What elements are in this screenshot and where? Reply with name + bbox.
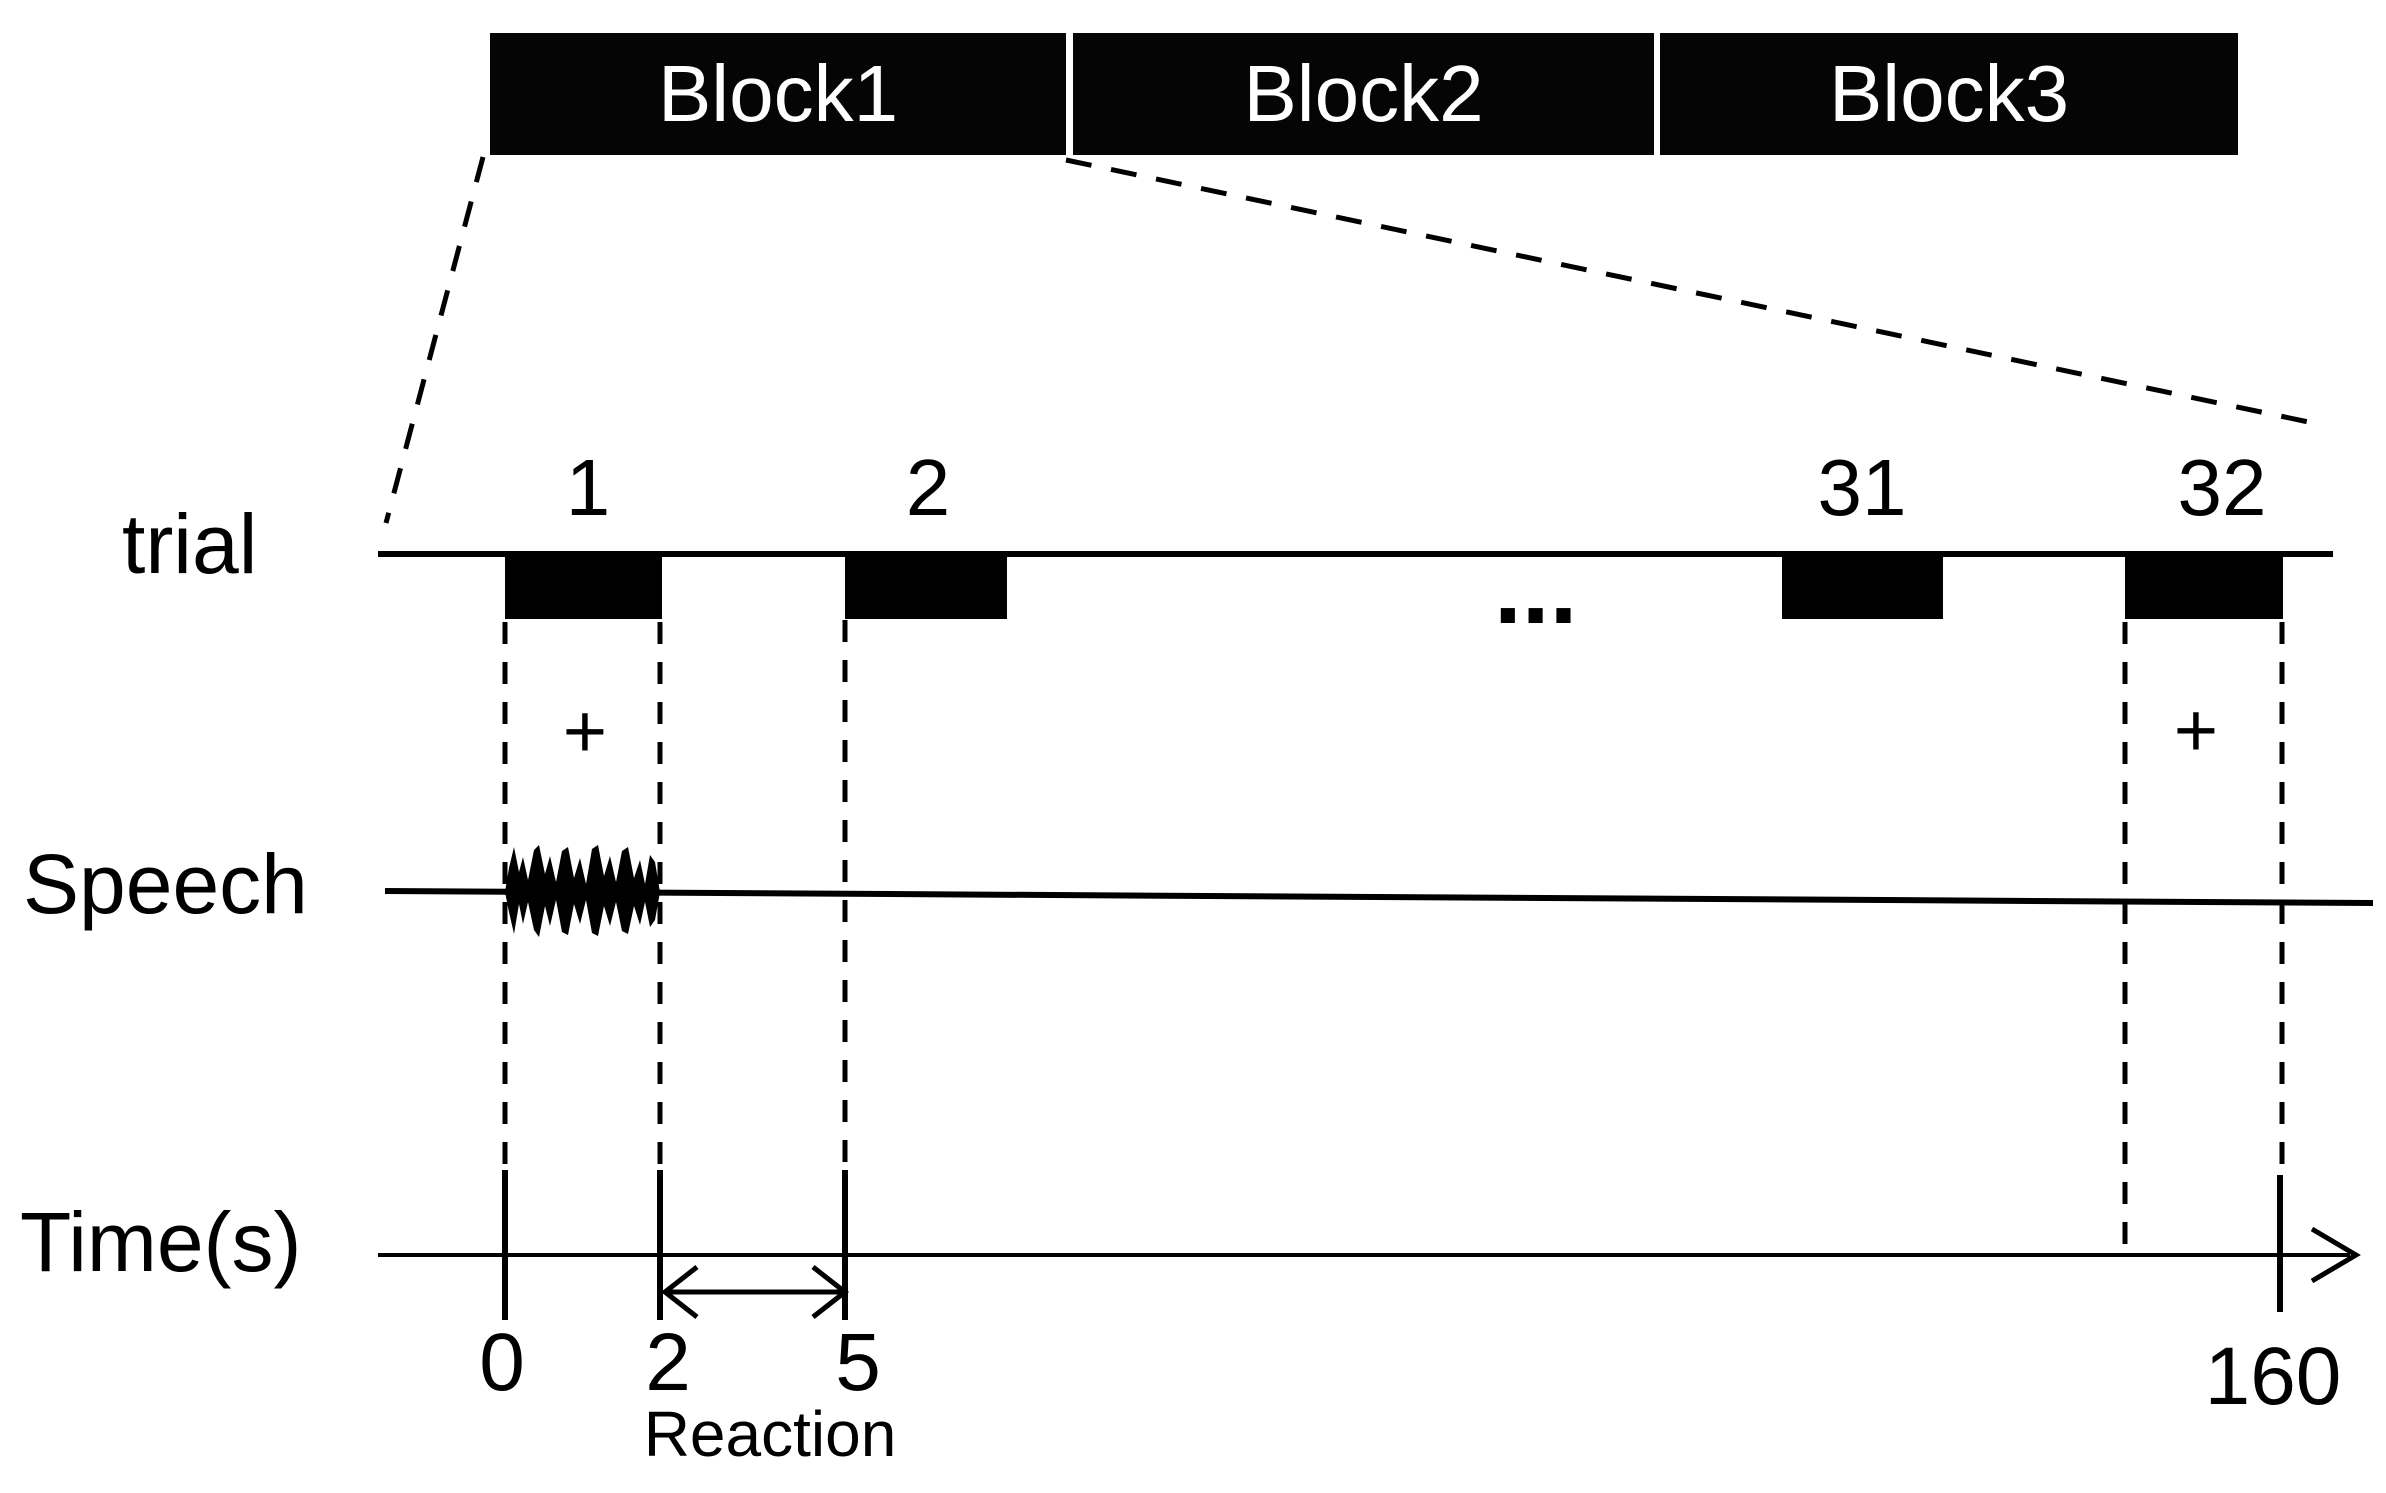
speech-baseline: [384, 888, 2374, 906]
block2-label: Block2: [1243, 49, 1484, 138]
time-row-label: Time(s): [20, 1195, 302, 1289]
block1-bar: Block1: [490, 33, 1066, 155]
time-axis-arrowhead-icon: [2310, 1226, 2361, 1284]
reaction-arrowhead-left-icon: [660, 1265, 699, 1319]
time-label-2: 2: [645, 1317, 691, 1408]
time-label-160: 160: [2204, 1331, 2342, 1422]
trial-32-bar: [2125, 551, 2283, 619]
trial-1-bar: [505, 551, 662, 619]
trial-1-number: 1: [565, 443, 611, 532]
fixation-cross-trial1: +: [562, 689, 608, 774]
trial-2-bar: [845, 551, 1007, 619]
fixation-cross-trial32: +: [2173, 688, 2219, 773]
reaction-arrowhead-right-icon: [811, 1265, 850, 1319]
block2-bar: Block2: [1073, 33, 1654, 155]
time-label-5: 5: [835, 1317, 881, 1408]
trial-32-number: 32: [2177, 443, 2267, 532]
speech-waveform: [505, 845, 660, 937]
block1-zoom-diagonal-right: [1065, 157, 2319, 427]
time-label-0: 0: [479, 1317, 525, 1408]
block3-bar: Block3: [1660, 33, 2238, 155]
trial-row-label: trial: [122, 497, 258, 591]
block3-label: Block3: [1828, 49, 2070, 138]
speech-row-label: Speech: [23, 837, 308, 931]
block1-label: Block1: [657, 49, 899, 138]
block1-zoom-diagonal-left: [383, 156, 486, 524]
trial-31-bar: [1782, 551, 1943, 619]
reaction-label: Reaction: [643, 1398, 897, 1470]
trial-2-number: 2: [905, 443, 951, 532]
trial-31-number: 31: [1817, 443, 1907, 532]
trials-ellipsis: ...: [1494, 533, 1578, 645]
